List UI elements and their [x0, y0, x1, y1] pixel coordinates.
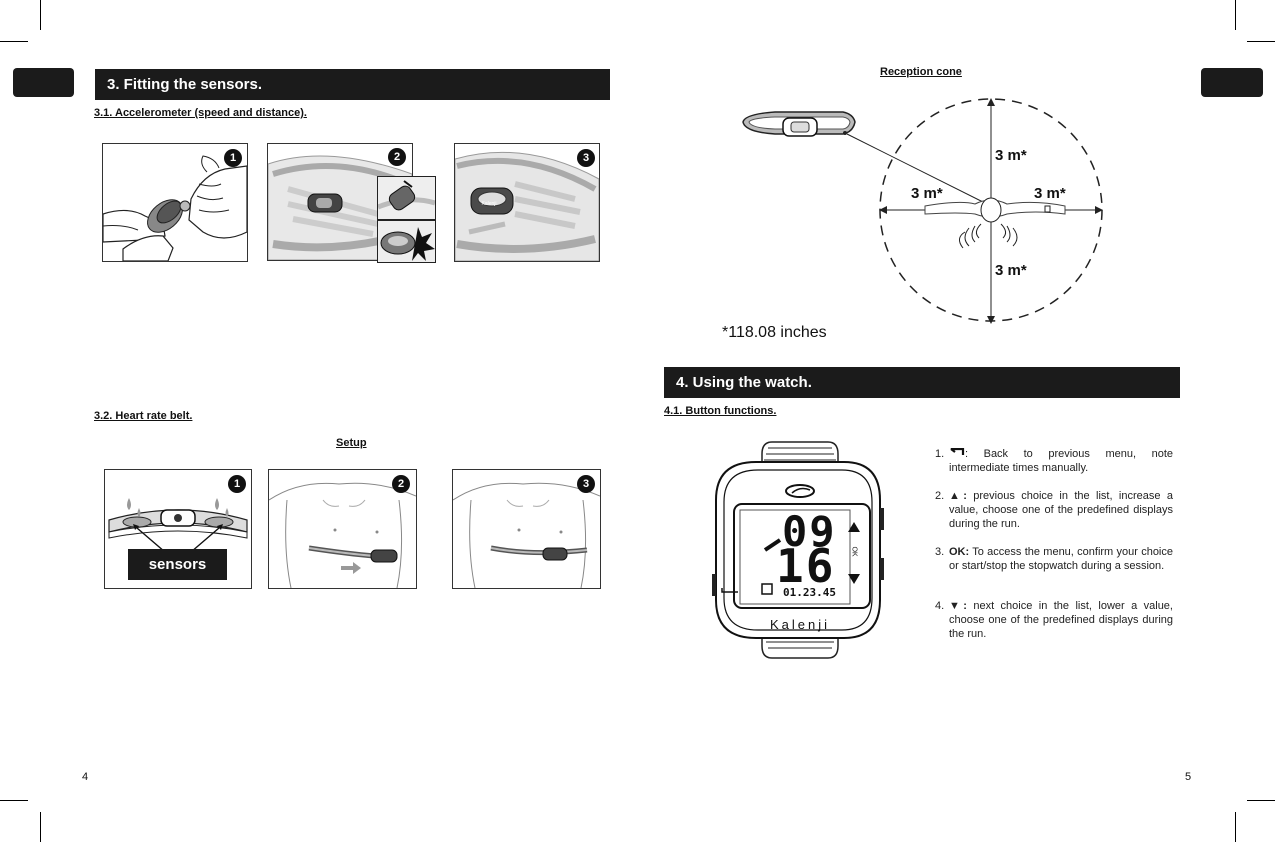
- page-number-left: 4: [82, 771, 89, 783]
- instruction-text: To access the menu, confirm your choice …: [949, 546, 1173, 572]
- crop-mark: [0, 800, 28, 801]
- accel-step-3-illustration: [454, 143, 600, 262]
- crop-mark: [0, 41, 28, 42]
- step-badge-2: 2: [392, 475, 410, 493]
- instruction-ok: 3. OK: To access the menu, confirm your …: [935, 545, 1173, 573]
- side-tab: [13, 68, 74, 97]
- instruction-up: 2. ▲: previous choice in the list, incre…: [935, 489, 1173, 531]
- instruction-down: 4. ▼: next choice in the list, lower a v…: [935, 599, 1173, 641]
- step-badge-3: 3: [577, 475, 595, 493]
- setup-label: Setup: [336, 437, 367, 449]
- step-badge-1: 1: [228, 475, 246, 493]
- belt-step-2-illustration: [268, 469, 417, 589]
- crop-mark: [1247, 41, 1275, 42]
- watch-display-top: 09: [782, 507, 837, 556]
- instruction-text: previous choice in the list, increase a …: [949, 490, 1173, 530]
- ok-key-label: OK:: [949, 546, 970, 558]
- crop-mark: [40, 0, 41, 30]
- instruction-text: : Back to previous menu, note intermedia…: [949, 448, 1173, 474]
- watch-brand: Kalenji: [769, 617, 831, 632]
- down-key-label: ▼:: [949, 600, 967, 612]
- instruction-number: 3.: [935, 546, 945, 558]
- crop-mark: [1247, 800, 1275, 801]
- footnote-inches: *118.08 inches: [722, 324, 827, 341]
- watch-display-time: 01.23.45: [783, 586, 836, 599]
- heart-rate-heading: 3.2. Heart rate belt.: [94, 410, 193, 422]
- accel-step-2-inset-bottom: [377, 220, 436, 263]
- up-key-label: ▲:: [949, 490, 967, 502]
- reception-cone-diagram: [735, 92, 1110, 328]
- step-badge-1: 1: [224, 149, 242, 167]
- instruction-number: 4.: [935, 600, 945, 612]
- instruction-text: next choice in the list, lower a value, …: [949, 600, 1173, 640]
- page-number-right: 5: [1185, 771, 1192, 783]
- crop-mark: [1235, 0, 1236, 30]
- step-badge-2: 2: [388, 148, 406, 166]
- section-title-using-watch: 4. Using the watch.: [664, 367, 1180, 398]
- instruction-number: 2.: [935, 490, 945, 502]
- instruction-back: 1. : Back to previous menu, note interme…: [935, 446, 1173, 475]
- crop-mark: [1235, 812, 1236, 842]
- belt-step-3-illustration: [452, 469, 601, 589]
- watch-display-bottom: 16: [776, 539, 836, 593]
- accel-pod-brand: Kalenji: [481, 201, 497, 207]
- step-badge-3: 3: [577, 149, 595, 167]
- back-icon: [950, 446, 965, 455]
- distance-label-right: 3 m*: [1034, 185, 1066, 202]
- side-tab: [1201, 68, 1263, 97]
- instruction-number: 1.: [935, 448, 945, 460]
- accel-step-2-inset-top: [377, 176, 436, 220]
- distance-label-top: 3 m*: [995, 147, 1027, 164]
- accelerometer-heading: 3.1. Accelerometer (speed and distance).: [94, 107, 307, 119]
- section-title-fitting-sensors: 3. Fitting the sensors.: [95, 69, 610, 100]
- crop-mark: [40, 812, 41, 842]
- accel-step-1-illustration: [102, 143, 248, 262]
- button-functions-heading: 4.1. Button functions.: [664, 405, 777, 417]
- distance-label-left: 3 m*: [911, 185, 943, 202]
- reception-cone-label: Reception cone: [880, 66, 962, 78]
- sensors-label: sensors: [128, 549, 227, 580]
- watch-illustration: [710, 440, 890, 660]
- watch-ok-label: OK: [850, 546, 858, 557]
- distance-label-bottom: 3 m*: [995, 262, 1027, 279]
